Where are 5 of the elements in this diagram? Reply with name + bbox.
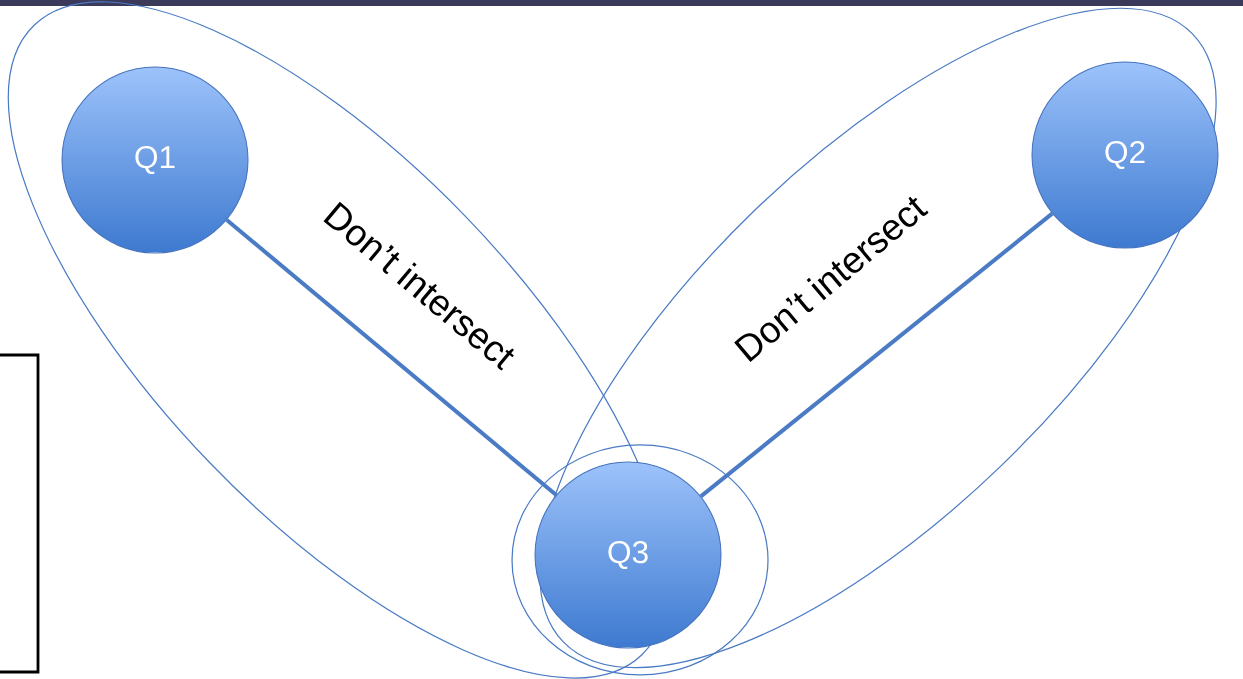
circle-node: Q1	[61, 66, 249, 254]
circle-node: Q3	[534, 461, 722, 649]
circle-node: Q2	[1031, 61, 1219, 249]
connector-line	[225, 218, 558, 497]
connector-line	[699, 212, 1054, 498]
